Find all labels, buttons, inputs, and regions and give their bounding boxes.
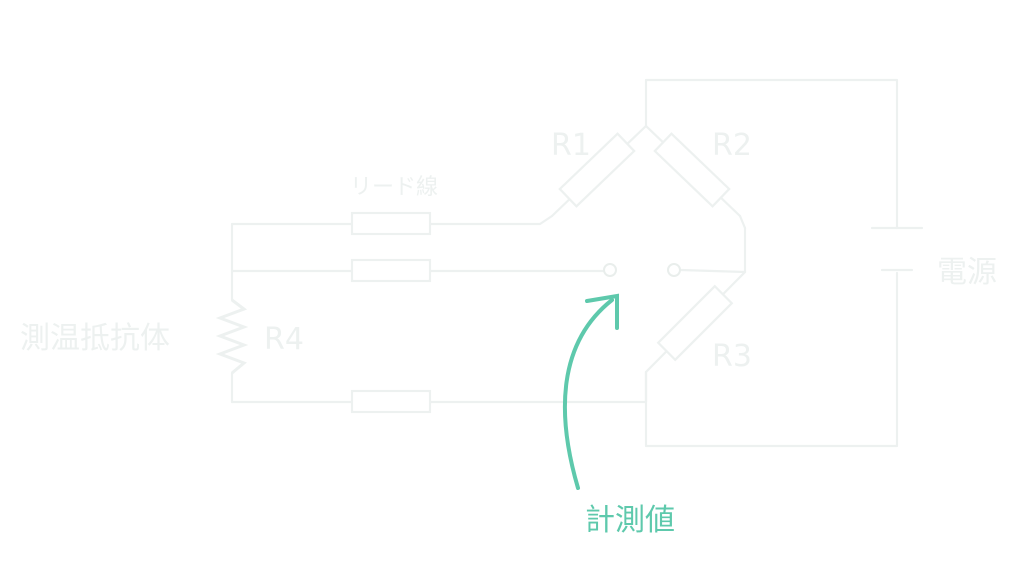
lead-wires <box>230 214 648 404</box>
label-r4: R4 <box>264 322 304 357</box>
label-measured-value: 計測値 <box>585 503 675 538</box>
label-rtd: 測温抵抗体 <box>20 321 170 356</box>
label-lead-wire: リード線 <box>350 175 438 200</box>
measurement-arrow <box>562 293 619 490</box>
label-r1: R1 <box>551 128 591 163</box>
power-supply-loop <box>644 78 924 448</box>
resistor-r1 <box>558 132 636 208</box>
measure-terminal-right <box>667 263 681 277</box>
resistor-r4-zigzag <box>215 298 249 375</box>
lead-resistor-top <box>350 211 432 236</box>
label-power-supply: 電源 <box>937 255 997 290</box>
resistor-r3 <box>656 284 734 362</box>
resistor-r2 <box>653 132 731 208</box>
measure-terminal-left <box>603 263 617 277</box>
label-r3: R3 <box>712 339 752 374</box>
label-r2: R2 <box>712 128 752 163</box>
lead-resistor-bottom <box>350 389 432 414</box>
lead-resistor-middle <box>350 258 432 283</box>
